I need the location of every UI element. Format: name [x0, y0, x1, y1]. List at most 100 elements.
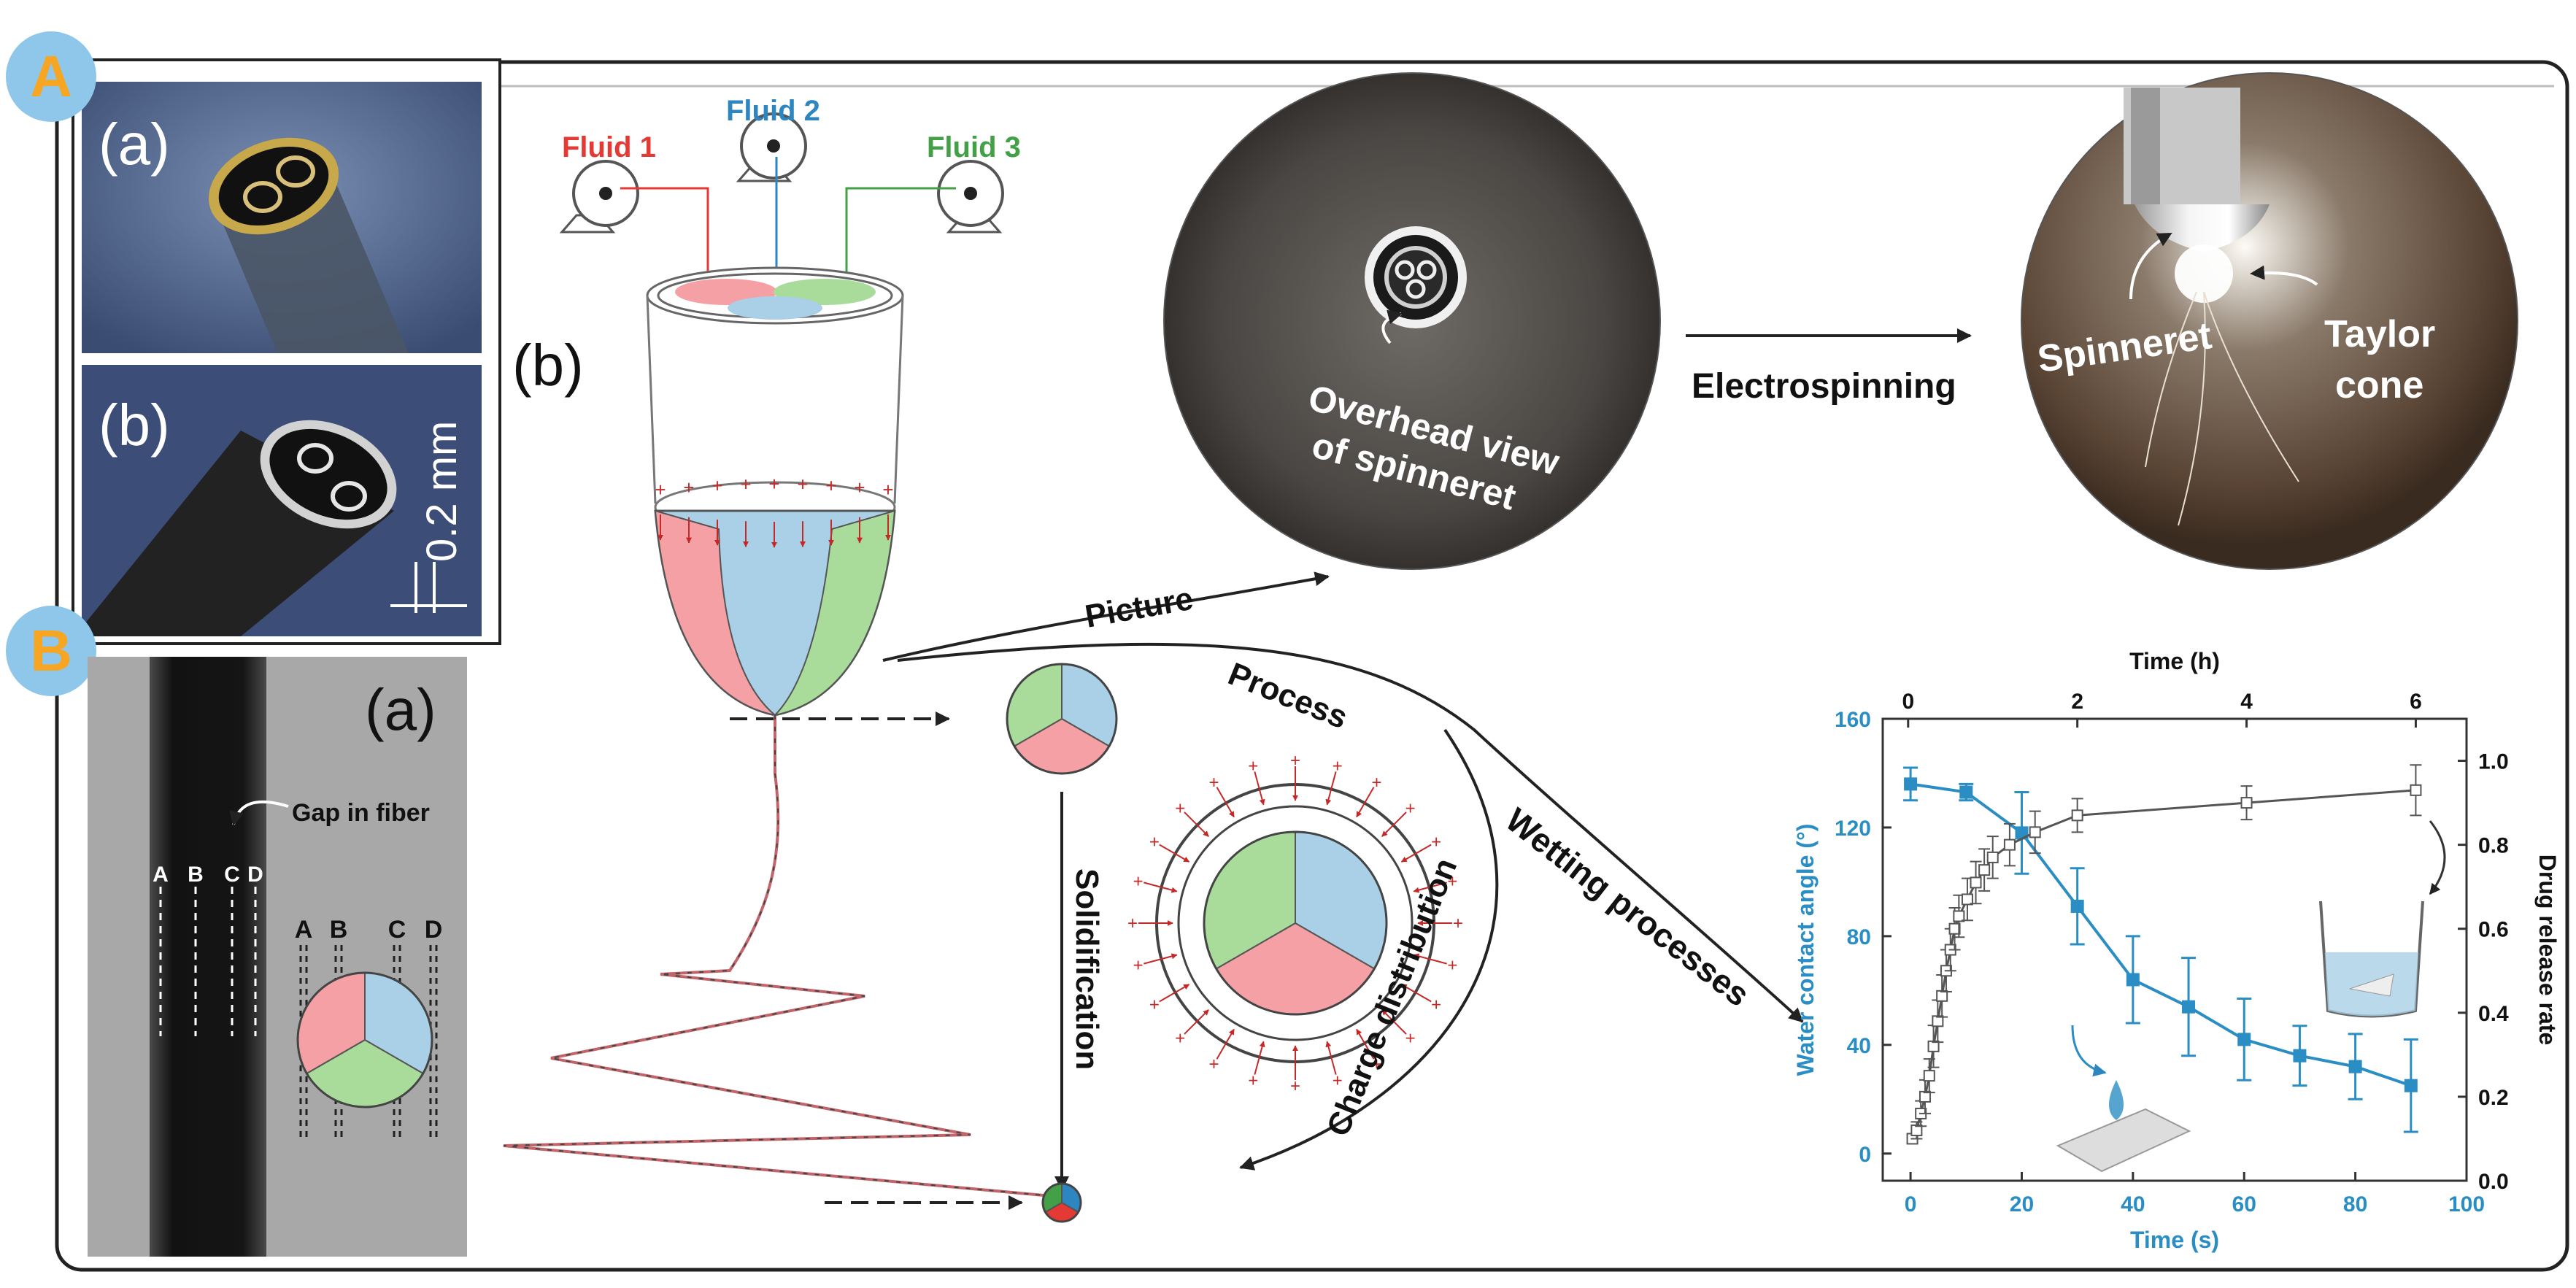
top-charge-plus: +	[712, 474, 722, 496]
x-tick-label: 100	[2448, 1192, 2485, 1216]
disc-mark: B	[330, 916, 348, 944]
x-tick-label: 80	[2343, 1192, 2367, 1216]
y2-tick-label: 1.0	[2478, 750, 2509, 774]
charge-arrow	[1216, 1028, 1235, 1060]
x2-tick-label: 2	[2071, 690, 2083, 714]
charge-plus: +	[1248, 1071, 1258, 1090]
charge-plus: +	[1208, 1054, 1219, 1074]
release-point	[1948, 922, 1961, 935]
release-point	[1923, 1070, 1935, 1082]
charge-plus: +	[1290, 751, 1300, 771]
top-charge-plus: +	[768, 473, 779, 495]
wetting-label: Wetting processes	[1499, 801, 1757, 1014]
panel-b-label: (a)	[365, 677, 436, 742]
pump-1	[559, 160, 639, 234]
contact-angle-point	[2348, 1060, 2362, 1073]
charge-plus: +	[1431, 995, 1441, 1015]
charge-plus: +	[1431, 833, 1441, 852]
picture-label: Picture	[1082, 581, 1195, 635]
charge-plus: +	[1371, 773, 1381, 793]
charge-arrow	[1144, 953, 1178, 965]
y-tick-label: 40	[1847, 1034, 1871, 1058]
top-charge-plus: +	[825, 474, 836, 496]
charge-plus: +	[1133, 871, 1144, 891]
top-charge-plus: +	[740, 474, 751, 495]
charge-plus: +	[1133, 956, 1144, 976]
charge-plus: +	[1447, 871, 1457, 891]
charge-arrow	[1144, 882, 1178, 893]
pie-outline	[1203, 830, 1388, 1016]
badge-b-text: B	[30, 618, 72, 683]
charge-arrow	[1381, 1009, 1407, 1035]
charge-arrow	[1254, 771, 1265, 806]
x2-axis-label: Time (h)	[2129, 648, 2220, 674]
solid-fiber-section	[1041, 1182, 1082, 1223]
contact-angle-point	[2404, 1079, 2418, 1092]
y-tick-label: 160	[1835, 708, 1871, 732]
x2-tick-label: 6	[2410, 690, 2422, 714]
charge-plus: +	[1175, 1029, 1185, 1049]
top-charge-plus: +	[854, 477, 865, 498]
charge-plus: +	[1149, 995, 1160, 1015]
charge-plus: +	[1453, 914, 1463, 933]
contact-angle-point	[2126, 973, 2140, 987]
disc-mark: A	[295, 916, 313, 944]
charge-arrow	[1159, 984, 1190, 1003]
x-tick-label: 60	[2232, 1192, 2256, 1216]
charge-arrow	[1413, 882, 1447, 893]
charge-plus: +	[1371, 1054, 1381, 1074]
cross-section-small	[1006, 663, 1118, 775]
charge-arrow	[1400, 844, 1432, 863]
taylor-cone-photo: Spinneret Taylor cone	[2021, 72, 2518, 570]
y-tick-label: 80	[1847, 925, 1871, 949]
charge-plus: +	[1405, 798, 1416, 818]
process-label: Process	[1223, 656, 1352, 736]
charge-plus: +	[1127, 914, 1138, 933]
cross-section-disc	[296, 971, 433, 1108]
y2-axis-label: Drug release rate	[2534, 855, 2561, 1045]
fluid-2-label: Fluid 2	[726, 95, 820, 127]
pie-outline	[296, 971, 433, 1108]
release-point	[1910, 1124, 1923, 1136]
charge-plus: +	[1208, 773, 1219, 793]
release-point	[1961, 893, 1973, 906]
release-point	[1986, 851, 1999, 863]
release-point	[2003, 838, 2016, 851]
contact-angle-point	[1959, 785, 1973, 799]
contact-angle-point	[2182, 1000, 2196, 1014]
electrospinning-label: Electrospinning	[1692, 367, 1956, 406]
charge-arrow	[1216, 787, 1235, 818]
x-tick-label: 20	[2010, 1192, 2034, 1216]
top-charge-plus: +	[655, 479, 666, 501]
y-tick-label: 120	[1835, 817, 1871, 841]
badge-a: A	[6, 31, 96, 122]
top-charge-plus: +	[683, 477, 694, 498]
y2-tick-label: 0.8	[2478, 834, 2509, 858]
release-point	[1953, 910, 1965, 922]
contact-angle-point	[1904, 777, 1918, 791]
scale-label: 0.2 mm	[418, 421, 466, 562]
top-charge-plus: +	[797, 474, 808, 495]
contact-angle-point	[2070, 899, 2084, 913]
taylor-label-1: Taylor	[2324, 313, 2435, 355]
drop-arrow	[2071, 1025, 2107, 1077]
film-icon	[2056, 1108, 2191, 1173]
charge-arrow	[1325, 1041, 1337, 1075]
fiber-mark: D	[247, 863, 263, 887]
pie-outline	[1006, 663, 1118, 775]
disc-mark: D	[425, 916, 443, 944]
badge-b: B	[6, 606, 96, 696]
charge-plus: +	[1149, 833, 1160, 852]
release-point	[1970, 876, 1982, 889]
badge-a-text: A	[30, 44, 72, 109]
photo-b-label: (b)	[99, 393, 170, 458]
x-tick-label: 40	[2121, 1192, 2145, 1216]
charge-arrow	[1184, 811, 1209, 837]
release-point	[1918, 1090, 1931, 1103]
beaker-arrow	[2429, 820, 2446, 895]
jet	[503, 715, 1044, 1197]
y2-tick-label: 0.2	[2478, 1086, 2509, 1110]
